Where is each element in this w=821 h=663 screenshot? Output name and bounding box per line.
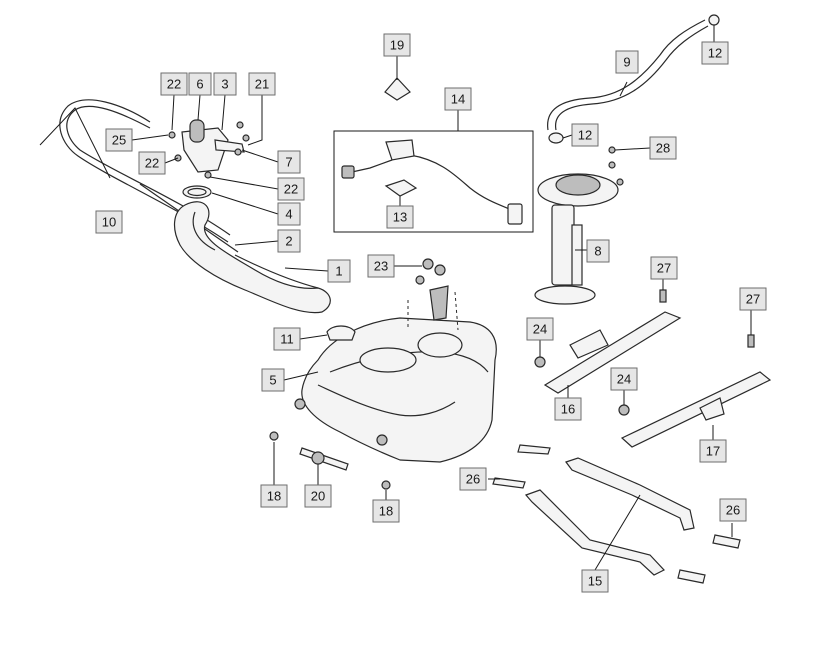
callout-number: 28 <box>656 141 670 156</box>
callout-number: 3 <box>221 77 228 92</box>
callout-number: 17 <box>706 444 720 459</box>
callout-number: 21 <box>255 77 269 92</box>
callout-label-c18b: 18 <box>372 499 400 523</box>
callout-label-c12a: 12 <box>701 41 729 65</box>
callout-label-c27b: 27 <box>739 287 767 311</box>
callout-label-c10: 10 <box>95 210 123 234</box>
callout-label-c5: 5 <box>261 368 285 392</box>
callout-label-c3: 3 <box>213 72 237 96</box>
callout-number: 25 <box>112 133 126 148</box>
callout-number: 9 <box>623 55 630 70</box>
callout-number: 19 <box>390 38 404 53</box>
callout-label-c14: 14 <box>444 87 472 111</box>
callout-number: 27 <box>657 261 671 276</box>
callout-number: 18 <box>267 489 281 504</box>
callout-label-c13: 13 <box>386 205 414 229</box>
callout-number: 15 <box>588 574 602 589</box>
tank-hardware <box>269 258 446 500</box>
fuel-pump-assembly <box>534 14 720 305</box>
callout-number: 1 <box>335 264 342 279</box>
callout-label-c20: 20 <box>304 484 332 508</box>
callout-label-c7: 7 <box>277 150 301 174</box>
callout-number: 16 <box>561 402 575 417</box>
callout-label-c26a: 26 <box>459 467 487 491</box>
callout-label-c22b: 22 <box>138 151 166 175</box>
callout-label-c17: 17 <box>699 439 727 463</box>
callout-number: 5 <box>269 373 276 388</box>
callout-label-c25: 25 <box>105 128 133 152</box>
callout-number: 14 <box>451 92 465 107</box>
callout-label-c11: 11 <box>273 327 301 351</box>
callout-label-c8: 8 <box>586 239 610 263</box>
callout-label-c23: 23 <box>367 254 395 278</box>
callout-label-c16: 16 <box>554 397 582 421</box>
callout-label-c24a: 24 <box>526 317 554 341</box>
callout-label-c19: 19 <box>383 33 411 57</box>
callout-number: 7 <box>285 155 292 170</box>
callout-label-c2: 2 <box>277 229 301 253</box>
callout-number: 12 <box>578 128 592 143</box>
callout-number: 4 <box>285 207 292 222</box>
connector-19 <box>384 56 411 101</box>
callout-number: 26 <box>726 503 740 518</box>
callout-label-c24b: 24 <box>610 367 638 391</box>
callout-number: 18 <box>379 504 393 519</box>
harness-detail-box <box>333 110 534 233</box>
callout-number: 10 <box>102 215 116 230</box>
callout-label-c9: 9 <box>615 50 639 74</box>
callout-number: 13 <box>393 210 407 225</box>
callout-number: 26 <box>466 472 480 487</box>
callout-number: 23 <box>374 259 388 274</box>
callout-label-c26b: 26 <box>719 498 747 522</box>
callout-number: 24 <box>617 372 631 387</box>
callout-number: 20 <box>311 489 325 504</box>
callout-label-c27a: 27 <box>650 256 678 280</box>
callout-number: 2 <box>285 234 292 249</box>
callout-label-c21: 21 <box>248 72 276 96</box>
callout-label-c15: 15 <box>581 569 609 593</box>
tank-straps <box>488 444 741 584</box>
callout-label-c22a: 22 <box>160 72 188 96</box>
callout-number: 8 <box>594 244 601 259</box>
callout-number: 12 <box>708 46 722 61</box>
callout-label-c1: 1 <box>327 259 351 283</box>
callout-label-c6: 6 <box>188 72 212 96</box>
callout-number: 22 <box>145 156 159 171</box>
callout-label-c4: 4 <box>277 202 301 226</box>
callout-number: 22 <box>284 182 298 197</box>
callout-number: 11 <box>280 332 294 347</box>
callout-number: 24 <box>533 322 547 337</box>
fuel-tank <box>283 285 497 463</box>
callout-label-c18a: 18 <box>260 484 288 508</box>
callout-number: 22 <box>167 77 181 92</box>
filler-neck-assembly <box>39 94 331 314</box>
callout-label-c12b: 12 <box>571 123 599 147</box>
callout-label-c22c: 22 <box>277 177 305 201</box>
callout-number: 27 <box>746 292 760 307</box>
tank-brackets <box>534 279 772 448</box>
callout-number: 6 <box>196 77 203 92</box>
callout-label-c28: 28 <box>649 136 677 160</box>
